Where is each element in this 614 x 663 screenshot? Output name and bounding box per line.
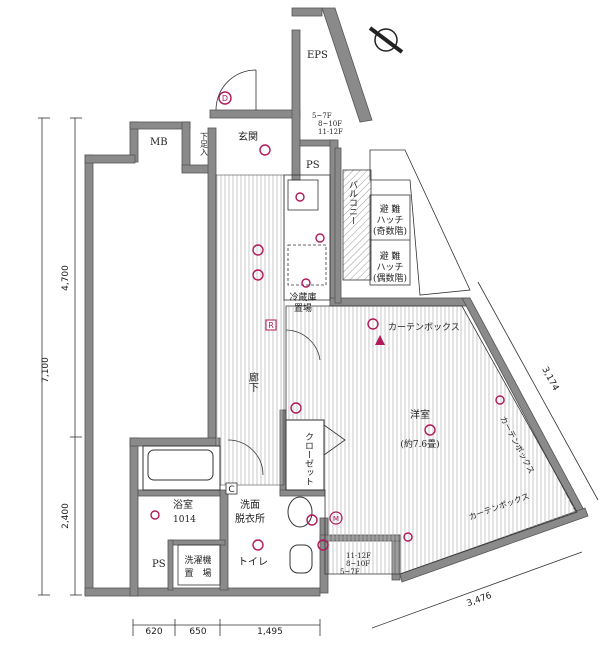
fridge-space <box>287 244 327 286</box>
entrance-door-swing <box>215 69 257 111</box>
svg-text:(奇数階): (奇数階) <box>373 225 407 237</box>
svg-text:避 難: 避 難 <box>380 203 401 215</box>
svg-text:ハッチ: ハッチ <box>376 215 403 226</box>
balcony-outline <box>369 149 471 296</box>
label-evac-hatch-odd: 避 難 ハッチ (奇数階) <box>373 203 407 237</box>
label-entrance: 玄関 <box>238 130 258 143</box>
kitchen-area <box>283 174 331 301</box>
label-fridge: 冷蔵庫 置場 <box>289 291 316 314</box>
label-balcony: バルコニー <box>347 180 358 225</box>
marker-m: M <box>329 511 343 525</box>
dim-upper-height: 4,700 <box>61 265 71 291</box>
svg-text:R: R <box>268 321 274 330</box>
label-evac-hatch-even: 避 難 ハッチ (偶数階) <box>373 250 407 284</box>
svg-text:11·12F: 11·12F <box>318 128 343 136</box>
toilet-fixture <box>289 544 313 574</box>
label-mb: MB <box>150 137 168 148</box>
svg-text:8~10F: 8~10F <box>346 560 370 568</box>
door-marker-d: D <box>218 91 232 105</box>
label-washer: 洗濯機 置 場 <box>184 554 211 579</box>
label-toilet: トイレ <box>238 557 268 568</box>
svg-text:洗濯機: 洗濯機 <box>184 554 211 566</box>
floor-notes-bottom: 11·12F 8~10F 5~7F <box>340 552 371 576</box>
svg-text:冷蔵庫: 冷蔵庫 <box>289 291 316 303</box>
label-bath-size: 1014 <box>173 515 196 525</box>
label-western-room-size: (約7.6畳) <box>400 438 439 450</box>
svg-text:置場: 置場 <box>294 302 312 314</box>
label-ps-bottom: PS <box>152 559 166 570</box>
svg-text:D: D <box>222 94 228 103</box>
label-shoebox: 下足入 <box>200 132 209 156</box>
dim-width-2: 650 <box>189 627 206 637</box>
closet-box <box>285 419 325 491</box>
dim-diag-bottom: 3,476 <box>465 591 493 609</box>
label-ps-top: PS <box>306 160 320 171</box>
label-closet: クローゼット <box>303 432 314 486</box>
dim-width-1: 620 <box>145 627 162 637</box>
svg-text:洗面: 洗面 <box>240 499 260 511</box>
bathtub <box>147 449 214 481</box>
svg-text:(偶数階): (偶数階) <box>373 272 407 284</box>
floor-notes-top: 5~7F 8~10F 11·12F <box>312 112 343 136</box>
dim-diag-right: 3,174 <box>539 365 560 393</box>
dimension-lines <box>38 117 599 636</box>
compass-icon <box>368 26 404 54</box>
svg-text:8~10F: 8~10F <box>318 120 342 128</box>
label-bath: 浴室 <box>173 498 193 511</box>
label-curtain-box-top: カーテンボックス <box>388 322 460 333</box>
svg-text:置 場: 置 場 <box>184 567 211 579</box>
marker-r: R <box>265 319 277 331</box>
svg-text:ハッチ: ハッチ <box>376 262 403 273</box>
svg-text:C: C <box>228 485 234 495</box>
label-hallway: 廊下 <box>247 371 259 393</box>
label-washroom: 洗面 脱衣所 <box>235 499 265 525</box>
label-western-room: 洋室 <box>410 408 430 421</box>
svg-text:5~7F: 5~7F <box>312 112 332 120</box>
dim-lower-height: 2,400 <box>61 503 71 529</box>
svg-text:5~7F: 5~7F <box>340 568 360 576</box>
marker-c: C <box>225 482 238 495</box>
dim-total-height: 7,100 <box>41 357 51 383</box>
svg-text:脱衣所: 脱衣所 <box>235 512 265 525</box>
svg-text:避 難: 避 難 <box>380 250 401 262</box>
svg-text:11·12F: 11·12F <box>346 552 371 560</box>
wash-basin <box>287 496 313 528</box>
triangle-marker <box>375 335 385 345</box>
electrical-symbols <box>150 144 505 551</box>
washer-space <box>177 544 221 586</box>
dim-width-3: 1,495 <box>257 627 283 637</box>
label-eps: EPS <box>307 50 328 61</box>
balcony-strip <box>342 169 372 281</box>
svg-text:M: M <box>333 515 339 523</box>
